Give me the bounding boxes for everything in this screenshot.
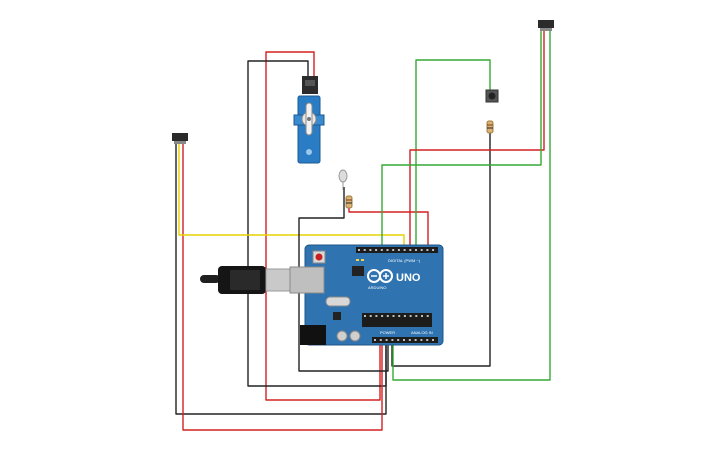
board-usb-chip [352,266,364,276]
board-tx-led [361,259,364,261]
board-regulator [333,312,341,320]
servo-connector-pin [305,80,315,86]
header-pin [432,339,434,341]
header-pin [363,249,366,251]
board-reset-cap [315,253,323,261]
board-crystal [325,296,351,307]
board-power-pins [374,339,434,341]
pir-sensor-left-head [172,133,188,141]
header-pin [379,339,382,341]
header-pin [426,315,429,317]
header-pin [426,249,429,251]
header-pin [386,315,389,317]
header-pin [392,249,395,251]
board-usb-port [289,266,325,294]
header-pin [408,339,411,341]
header-pin [403,249,406,251]
pir-sensor-right-pins [540,28,552,31]
header-pin [415,249,417,251]
board-brand-label: ARDUINO [368,285,386,290]
usb-cable[interactable] [200,266,293,294]
wire-sensor-left-yellow[interactable] [178,143,405,250]
header-pin [421,315,423,317]
board-digital-pins [358,249,435,251]
resistor-led[interactable] [345,195,353,209]
arduino-uno-board[interactable]: UNO ARDUINO DIGITAL (PWM ~) POWER ANALOG… [289,244,444,346]
wire-sensor-right-green[interactable] [381,28,542,250]
header-pin [415,315,418,317]
wire-sensor-right-green-2[interactable] [392,28,551,381]
arduino-logo-icon [367,269,393,283]
led[interactable] [338,169,348,190]
resistor-button-body [486,120,494,134]
header-pin [409,315,412,317]
header-pin [420,249,423,251]
pir-sensor-right[interactable] [538,20,554,31]
header-pin [369,315,372,317]
header-pin [397,249,400,251]
wire-button-green[interactable] [415,59,491,250]
wire-led-red[interactable] [348,206,429,250]
servo-label-dot [306,149,312,155]
header-pin [432,249,435,251]
header-pin [375,249,378,251]
usb-plug-metal [265,268,293,292]
header-pin [403,339,405,341]
pushbutton[interactable] [485,89,499,103]
header-pin [358,249,360,251]
board-status-led [356,259,359,261]
servo-screw [307,117,311,121]
header-pin [414,339,417,341]
header-pin [392,315,395,317]
wire-sensor-left-red[interactable] [182,143,383,431]
header-pin [391,339,394,341]
board-power-jack [300,325,326,345]
servo-motor[interactable] [293,76,325,164]
board-microcontroller [362,313,432,327]
resistor-led-body [345,195,353,209]
header-pin [386,249,389,251]
header-pin [398,315,401,317]
header-pin [426,339,429,341]
resistor-button[interactable] [486,120,494,134]
header-pin [364,315,366,317]
header-pin [375,315,378,317]
board-model-label: UNO [396,272,421,284]
usb-plug-ridge [230,270,260,290]
wire-led-black[interactable] [298,187,389,372]
board-digital-label: DIGITAL (PWM ~) [388,258,421,263]
wire-servo-red[interactable] [265,51,381,401]
header-pin [381,315,384,317]
usb-cable-tail [200,275,220,283]
wire-button-black[interactable] [391,133,491,367]
led-bulb [338,169,348,183]
header-pin [403,315,406,317]
wires [175,28,551,431]
header-pin [397,339,400,341]
board-digital-header [356,247,438,253]
header-pin [380,249,383,251]
header-pin [420,339,423,341]
wire-sensor-right-red[interactable] [409,28,545,250]
pir-sensor-right-head [538,20,554,28]
board-mcu-pins [364,315,429,317]
header-pin [385,339,388,341]
header-pin [369,249,372,251]
pir-sensor-left-pins [174,141,186,144]
header-pin [374,339,376,341]
board-analog-label: ANALOG IN [411,330,433,335]
header-pin [409,249,412,251]
board-power-label: POWER [380,330,395,335]
board-capacitor-2 [349,330,361,342]
pir-sensor-left[interactable] [172,133,188,144]
wire-sensor-left-black[interactable] [175,143,387,415]
board-capacitor-1 [336,330,348,342]
pushbutton-cap [488,92,496,100]
